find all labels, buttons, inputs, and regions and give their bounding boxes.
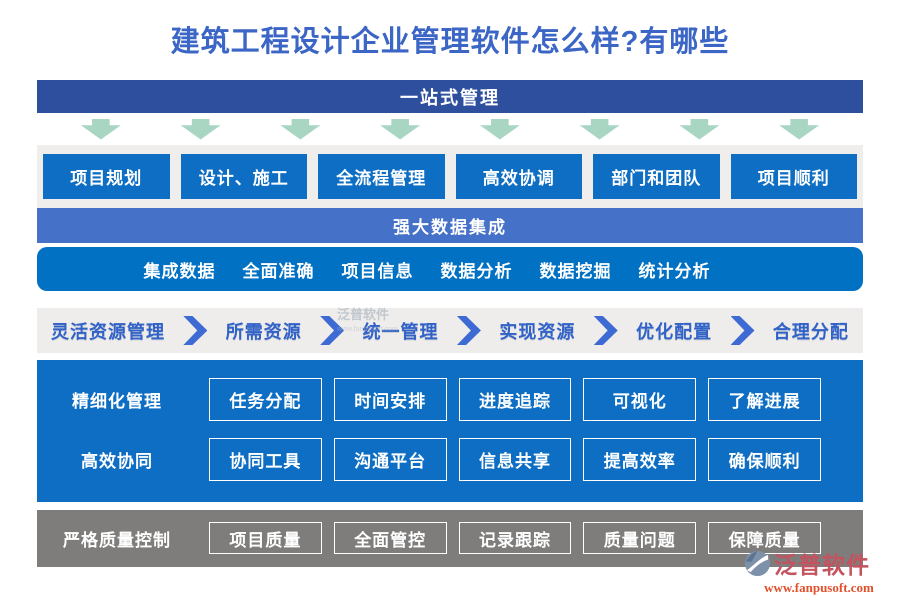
management-row-refined: 精细化管理 任务分配 时间安排 进度追踪 可视化 了解进展 (37, 378, 821, 421)
down-arrow-icon (80, 118, 121, 140)
data-link-item[interactable]: 全面准确 (242, 261, 315, 281)
fanpu-logo-name: 泛普软件 (774, 552, 870, 578)
panel-row-label: 严格质量控制 (63, 530, 171, 550)
fanpu-logo-icon (744, 550, 771, 576)
panel-row-label: 精细化管理 (72, 392, 162, 411)
fanpu-logo-url[interactable]: www.fanpusoft.com (764, 580, 874, 595)
feature-button-design-construction[interactable]: 设计、施工 (180, 154, 307, 199)
resource-flow-row: 灵活资源管理 所需资源 统一管理 实现资源 优化配置 合理分配 泛普软件 www… (37, 308, 863, 353)
down-arrow-icon (679, 118, 720, 140)
feature-button-project-planning[interactable]: 项目规划 (43, 154, 170, 199)
fanpu-logo-top: 泛普软件 (744, 546, 894, 580)
flow-step: 实现资源 (499, 321, 576, 342)
feature-button-departments-teams[interactable]: 部门和团队 (593, 154, 720, 199)
data-link-item[interactable]: 数据挖掘 (539, 261, 612, 281)
panel-box-quality-issues[interactable]: 质量问题 (583, 522, 697, 554)
chevron-right-icon (730, 316, 755, 345)
panel-box-task-assign[interactable]: 任务分配 (209, 378, 322, 421)
down-arrow-icon (579, 118, 620, 140)
down-arrow-icon (779, 118, 820, 140)
down-arrows-row (37, 113, 863, 145)
panel-box-ensure-smooth[interactable]: 确保顺利 (708, 438, 821, 481)
data-link-item[interactable]: 项目信息 (341, 261, 414, 281)
feature-button-efficient-coordination[interactable]: 高效协调 (455, 154, 582, 199)
data-link-item[interactable]: 数据分析 (440, 261, 513, 281)
data-links-bar: 集成数据 全面准确 项目信息 数据分析 数据挖掘 统计分析 (37, 247, 863, 291)
panel-box-info-sharing[interactable]: 信息共享 (458, 438, 572, 481)
chevron-right-icon (593, 316, 618, 345)
banner-one-stop: 一站式管理 (37, 80, 863, 113)
flow-step: 灵活资源管理 (51, 321, 165, 342)
panel-box-project-quality[interactable]: 项目质量 (209, 522, 322, 554)
flow-step: 优化配置 (636, 321, 713, 342)
feature-button-full-process[interactable]: 全流程管理 (318, 154, 445, 199)
flow-step: 所需资源 (225, 321, 302, 342)
panel-box-collab-tools[interactable]: 协同工具 (209, 438, 322, 481)
data-link-item[interactable]: 统计分析 (638, 261, 711, 281)
content-area: 一站式管理 项目规划 设计、施工 全流程管理 高效协调 部门和团队 项目顺利 强… (37, 80, 863, 567)
management-row-collaboration: 高效协同 协同工具 沟通平台 信息共享 提高效率 确保顺利 (37, 438, 821, 481)
quality-row: 严格质量控制 项目质量 全面管控 记录跟踪 质量问题 保障质量 (37, 522, 821, 554)
down-arrow-icon (479, 118, 520, 140)
watermark: 泛普软件 www.fanpusoft.com (337, 307, 398, 336)
flow-step: 统一管理 (362, 321, 439, 342)
banner-data-integration: 强大数据集成 (37, 208, 863, 243)
panel-row-label: 高效协同 (81, 452, 153, 471)
panel-box-record-track[interactable]: 记录跟踪 (458, 522, 572, 554)
watermark-url: www.fanpusoft.com (337, 326, 398, 333)
panel-box-know-progress[interactable]: 了解进展 (708, 378, 821, 421)
quality-panel: 严格质量控制 项目质量 全面管控 记录跟踪 质量问题 保障质量 (37, 510, 863, 567)
feature-buttons-row: 项目规划 设计、施工 全流程管理 高效协调 部门和团队 项目顺利 (37, 145, 863, 208)
panel-box-progress-track[interactable]: 进度追踪 (458, 378, 572, 421)
panel-box-efficiency[interactable]: 提高效率 (583, 438, 697, 481)
data-link-item[interactable]: 集成数据 (143, 261, 216, 281)
fanpu-logo[interactable]: 泛普软件 www.fanpusoft.com (744, 546, 894, 596)
management-panel: 精细化管理 任务分配 时间安排 进度追踪 可视化 了解进展 高效协同 协同工具 … (37, 360, 863, 502)
chevron-right-icon (183, 316, 208, 345)
down-arrow-icon (280, 118, 321, 140)
page-title: 建筑工程设计企业管理软件怎么样?有哪些 (170, 26, 730, 58)
watermark-name: 泛普软件 (337, 307, 390, 322)
down-arrow-icon (180, 118, 221, 140)
chevron-right-icon (456, 316, 481, 345)
panel-box-visualization[interactable]: 可视化 (583, 378, 697, 421)
down-arrow-icon (380, 118, 421, 140)
panel-box-comm-platform[interactable]: 沟通平台 (333, 438, 447, 481)
flow-step: 合理分配 (772, 321, 849, 342)
panel-box-time-schedule[interactable]: 时间安排 (333, 378, 447, 421)
panel-box-full-control[interactable]: 全面管控 (333, 522, 447, 554)
feature-button-project-success[interactable]: 项目顺利 (730, 154, 857, 199)
